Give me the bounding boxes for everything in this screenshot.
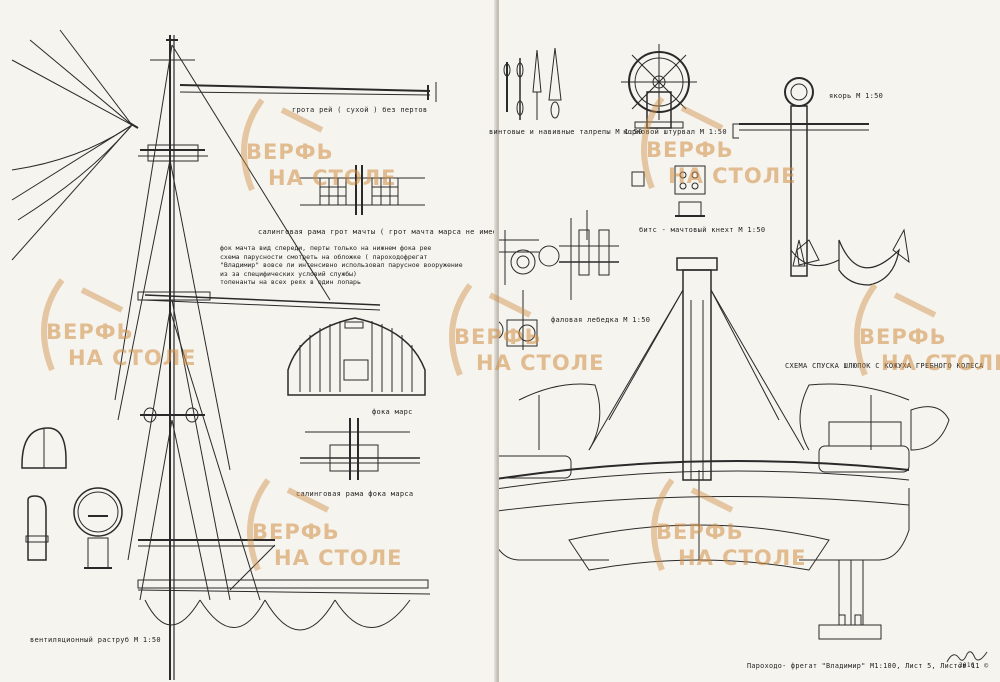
rigging-note: фок мачта вид спереди, перты только на н… — [220, 244, 463, 287]
fore-top-drawing — [287, 317, 426, 396]
watermark-line1: ВЕРФЬ — [454, 325, 542, 349]
watermark: ВЕРФЬ НА СТОЛЕ — [228, 470, 402, 590]
rigging-note-line: из за специфических условий службы) — [220, 269, 357, 278]
bitts-drawing — [631, 165, 706, 217]
paddle-box-drawing — [499, 289, 950, 640]
watermark-anchor-icon — [641, 96, 724, 190]
watermark: ВЕРФЬ НА СТОЛЕ — [632, 470, 806, 590]
right-drawing — [499, 44, 950, 640]
winch-drawing — [499, 210, 619, 350]
watermark-line2: НА СТОЛЕ — [68, 346, 197, 370]
watermark-anchor-icon — [247, 478, 330, 572]
watermark-anchor-icon — [854, 283, 937, 377]
book-gutter — [494, 0, 502, 682]
watermark-anchor-icon — [651, 478, 734, 572]
watermark-line2: НА СТОЛЕ — [668, 164, 797, 188]
label-bitts: битс - мачтовый кнехт М 1:50 — [639, 226, 766, 234]
watermark: ВЕРФЬ НА СТОЛЕ — [22, 270, 196, 390]
left-drawing — [11, 29, 437, 680]
label-winch: фаловая лебедка М 1:50 — [551, 316, 651, 324]
signature-year: 2016 — [959, 662, 975, 669]
watermark-line2: НА СТОЛЕ — [476, 351, 605, 375]
watermark-line2: НА СТОЛЕ — [274, 546, 403, 570]
watermark-anchor-icon — [41, 278, 124, 372]
label-trestle-main: салинговая рама грот мачты ( грот мачта … — [258, 228, 507, 236]
funnel-drawing — [676, 257, 718, 481]
author-signature: 2016 — [945, 646, 989, 672]
label-ventilator: вентиляционный раструб М 1:50 — [30, 636, 161, 644]
trestle-main-drawing — [300, 165, 425, 215]
watermark: ВЕРФЬ НА СТОЛЕ — [222, 90, 396, 210]
watermark-line1: ВЕРФЬ — [46, 320, 134, 344]
watermark-line1: ВЕРФЬ — [656, 520, 744, 544]
main-yard-drawing — [179, 82, 437, 102]
label-boat-scheme: СХЕМА СПУСКА ШЛЮПОК С КОЖУХА ГРЕБНОГО КО… — [785, 362, 984, 370]
watermark-anchor-icon — [449, 283, 532, 377]
turnbuckle-drawing — [503, 47, 562, 120]
rigging-note-line: топенанты на всех реях в один лопарь — [220, 278, 361, 286]
fore-mast — [114, 35, 431, 680]
label-anchor: якорь М 1:50 — [829, 92, 884, 100]
watermark: ВЕРФЬ НА СТОЛЕ — [622, 88, 796, 208]
label-turnbuckles: винтовые и навивные талрепы М 1:50 — [489, 128, 643, 136]
watermark-line1: ВЕРФЬ — [252, 520, 340, 544]
rigging-note-line: схема парусности смотреть на обложке ( п… — [220, 252, 428, 261]
right-sheet: винтовые и навивные талрепы М 1:50 корно… — [489, 0, 1000, 682]
ventilator-drawing — [21, 427, 123, 569]
anchor-drawing — [732, 77, 910, 286]
watermark: ВЕРФЬ НА СТОЛЕ — [835, 275, 1000, 395]
watermark-line2: НА СТОЛЕ — [268, 166, 397, 190]
jib-rigging — [11, 29, 139, 261]
label-wheel: корновой штурвал М 1:50 — [623, 128, 727, 136]
left-sheet: грота рей ( сухой ) без пертов салингова… — [0, 0, 506, 682]
label-main-yard: грота рей ( сухой ) без пертов — [292, 106, 428, 114]
watermark-line2: НА СТОЛЕ — [881, 351, 1000, 375]
watermark-line1: ВЕРФЬ — [859, 325, 947, 349]
watermark-line1: ВЕРФЬ — [246, 140, 334, 164]
footer-caption: Пароходо- фрегат "Владимир" М1:100, Лист… — [747, 662, 989, 670]
rigging-note-line: "Владимир" вовсе ли интенсивно использов… — [220, 261, 463, 269]
rigging-note-line: фок мачта вид спереди, перты только на н… — [220, 244, 432, 252]
watermark-line2: НА СТОЛЕ — [678, 546, 807, 570]
label-fore-top: фока марс — [372, 408, 413, 416]
steering-wheel-drawing — [621, 44, 697, 129]
watermark-line1: ВЕРФЬ — [646, 138, 734, 162]
watermark-anchor-icon — [241, 98, 324, 192]
watermark: ВЕРФЬ НА СТОЛЕ — [430, 275, 604, 395]
signature-scribble — [946, 651, 988, 663]
trestle-fore-drawing — [300, 418, 420, 480]
label-trestle-fore: салинговая рама фока марса — [296, 490, 414, 498]
